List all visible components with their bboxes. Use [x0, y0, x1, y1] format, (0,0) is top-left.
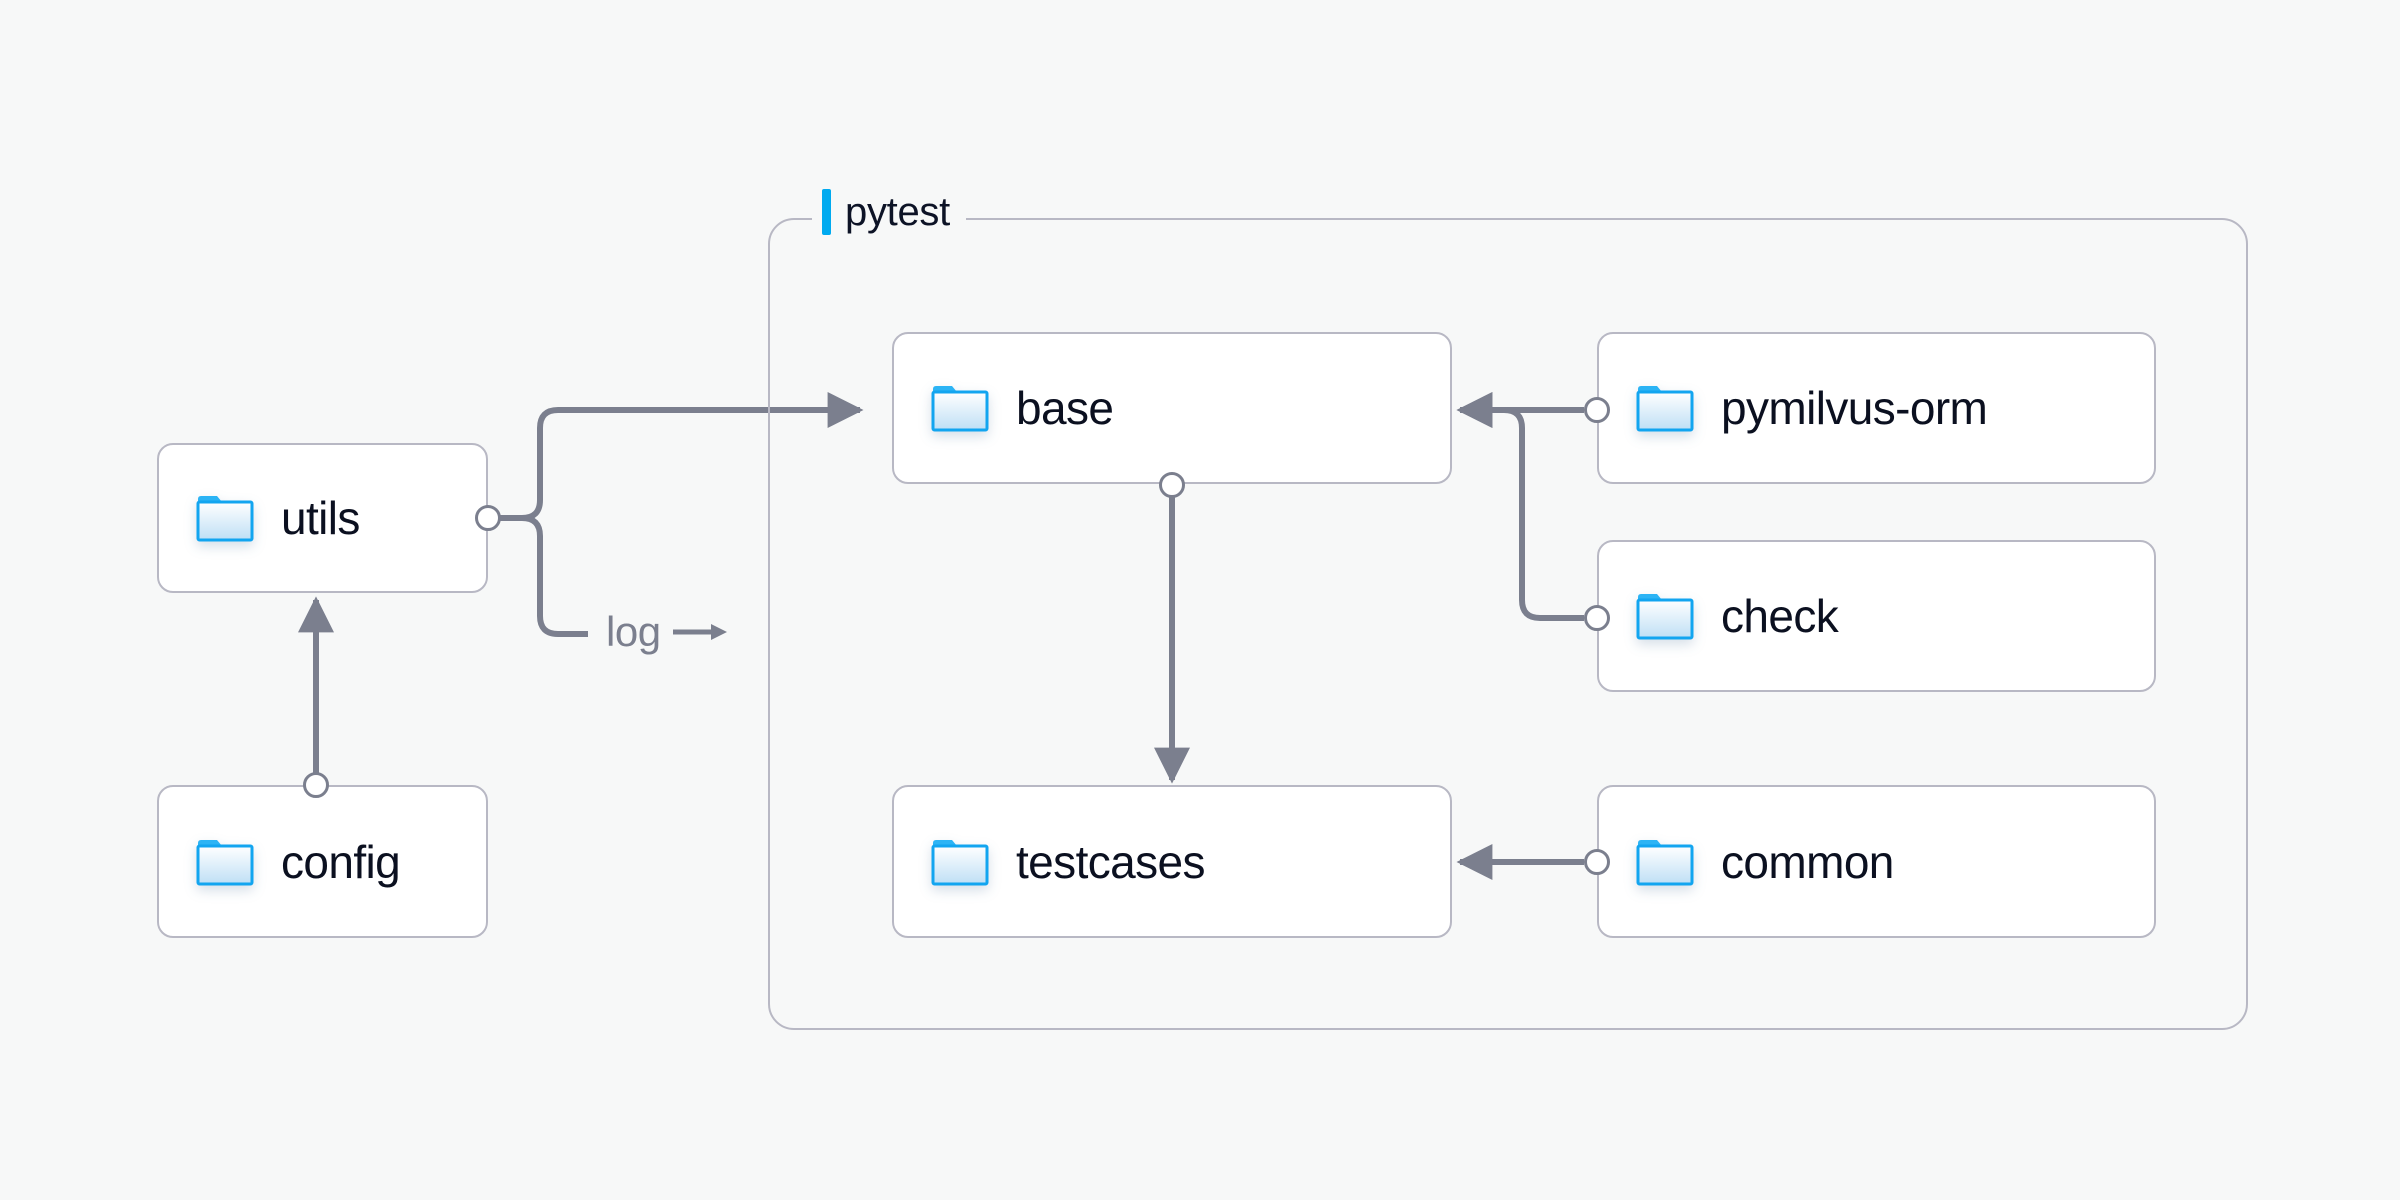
node-label-common: common [1721, 835, 1894, 888]
port-utils-right[interactable] [475, 505, 501, 531]
port-config-top[interactable] [303, 772, 329, 798]
folder-icon [1636, 594, 1694, 640]
node-label-check: check [1721, 590, 1839, 642]
node-utils[interactable]: utils [157, 443, 488, 593]
node-label-pymilvus-orm: pymilvus-orm [1721, 382, 1988, 434]
edge-utils-to-pytest-log [488, 515, 588, 637]
folder-icon [1636, 386, 1694, 432]
group-pytest-label: pytest [812, 185, 966, 239]
folder-icon [931, 839, 989, 885]
node-label-testcases: testcases [1016, 835, 1206, 888]
node-pymilvus-orm[interactable]: pymilvus-orm [1597, 332, 2156, 484]
port-check-left[interactable] [1584, 605, 1610, 631]
node-common[interactable]: common [1597, 785, 2156, 938]
port-pymilvus-orm-left[interactable] [1584, 397, 1610, 423]
folder-icon [1636, 839, 1694, 885]
node-check[interactable]: check [1597, 540, 2156, 692]
group-accent-bar [822, 189, 831, 235]
port-base-bottom[interactable] [1159, 472, 1185, 498]
node-label-config: config [281, 835, 401, 888]
group-pytest[interactable] [768, 218, 2248, 1030]
edge-label-log-text: log [606, 608, 661, 655]
group-label-text: pytest [845, 189, 950, 234]
node-testcases[interactable]: testcases [892, 785, 1452, 938]
node-label-utils: utils [281, 492, 360, 544]
port-common-left[interactable] [1584, 849, 1610, 875]
arrow-right-icon [672, 624, 727, 640]
node-label-base: base [1016, 382, 1114, 434]
folder-icon [196, 839, 254, 885]
folder-icon [196, 496, 254, 542]
node-base[interactable]: base [892, 332, 1452, 484]
node-config[interactable]: config [157, 785, 488, 938]
folder-icon [931, 386, 989, 432]
edge-label-log: log [596, 608, 739, 656]
